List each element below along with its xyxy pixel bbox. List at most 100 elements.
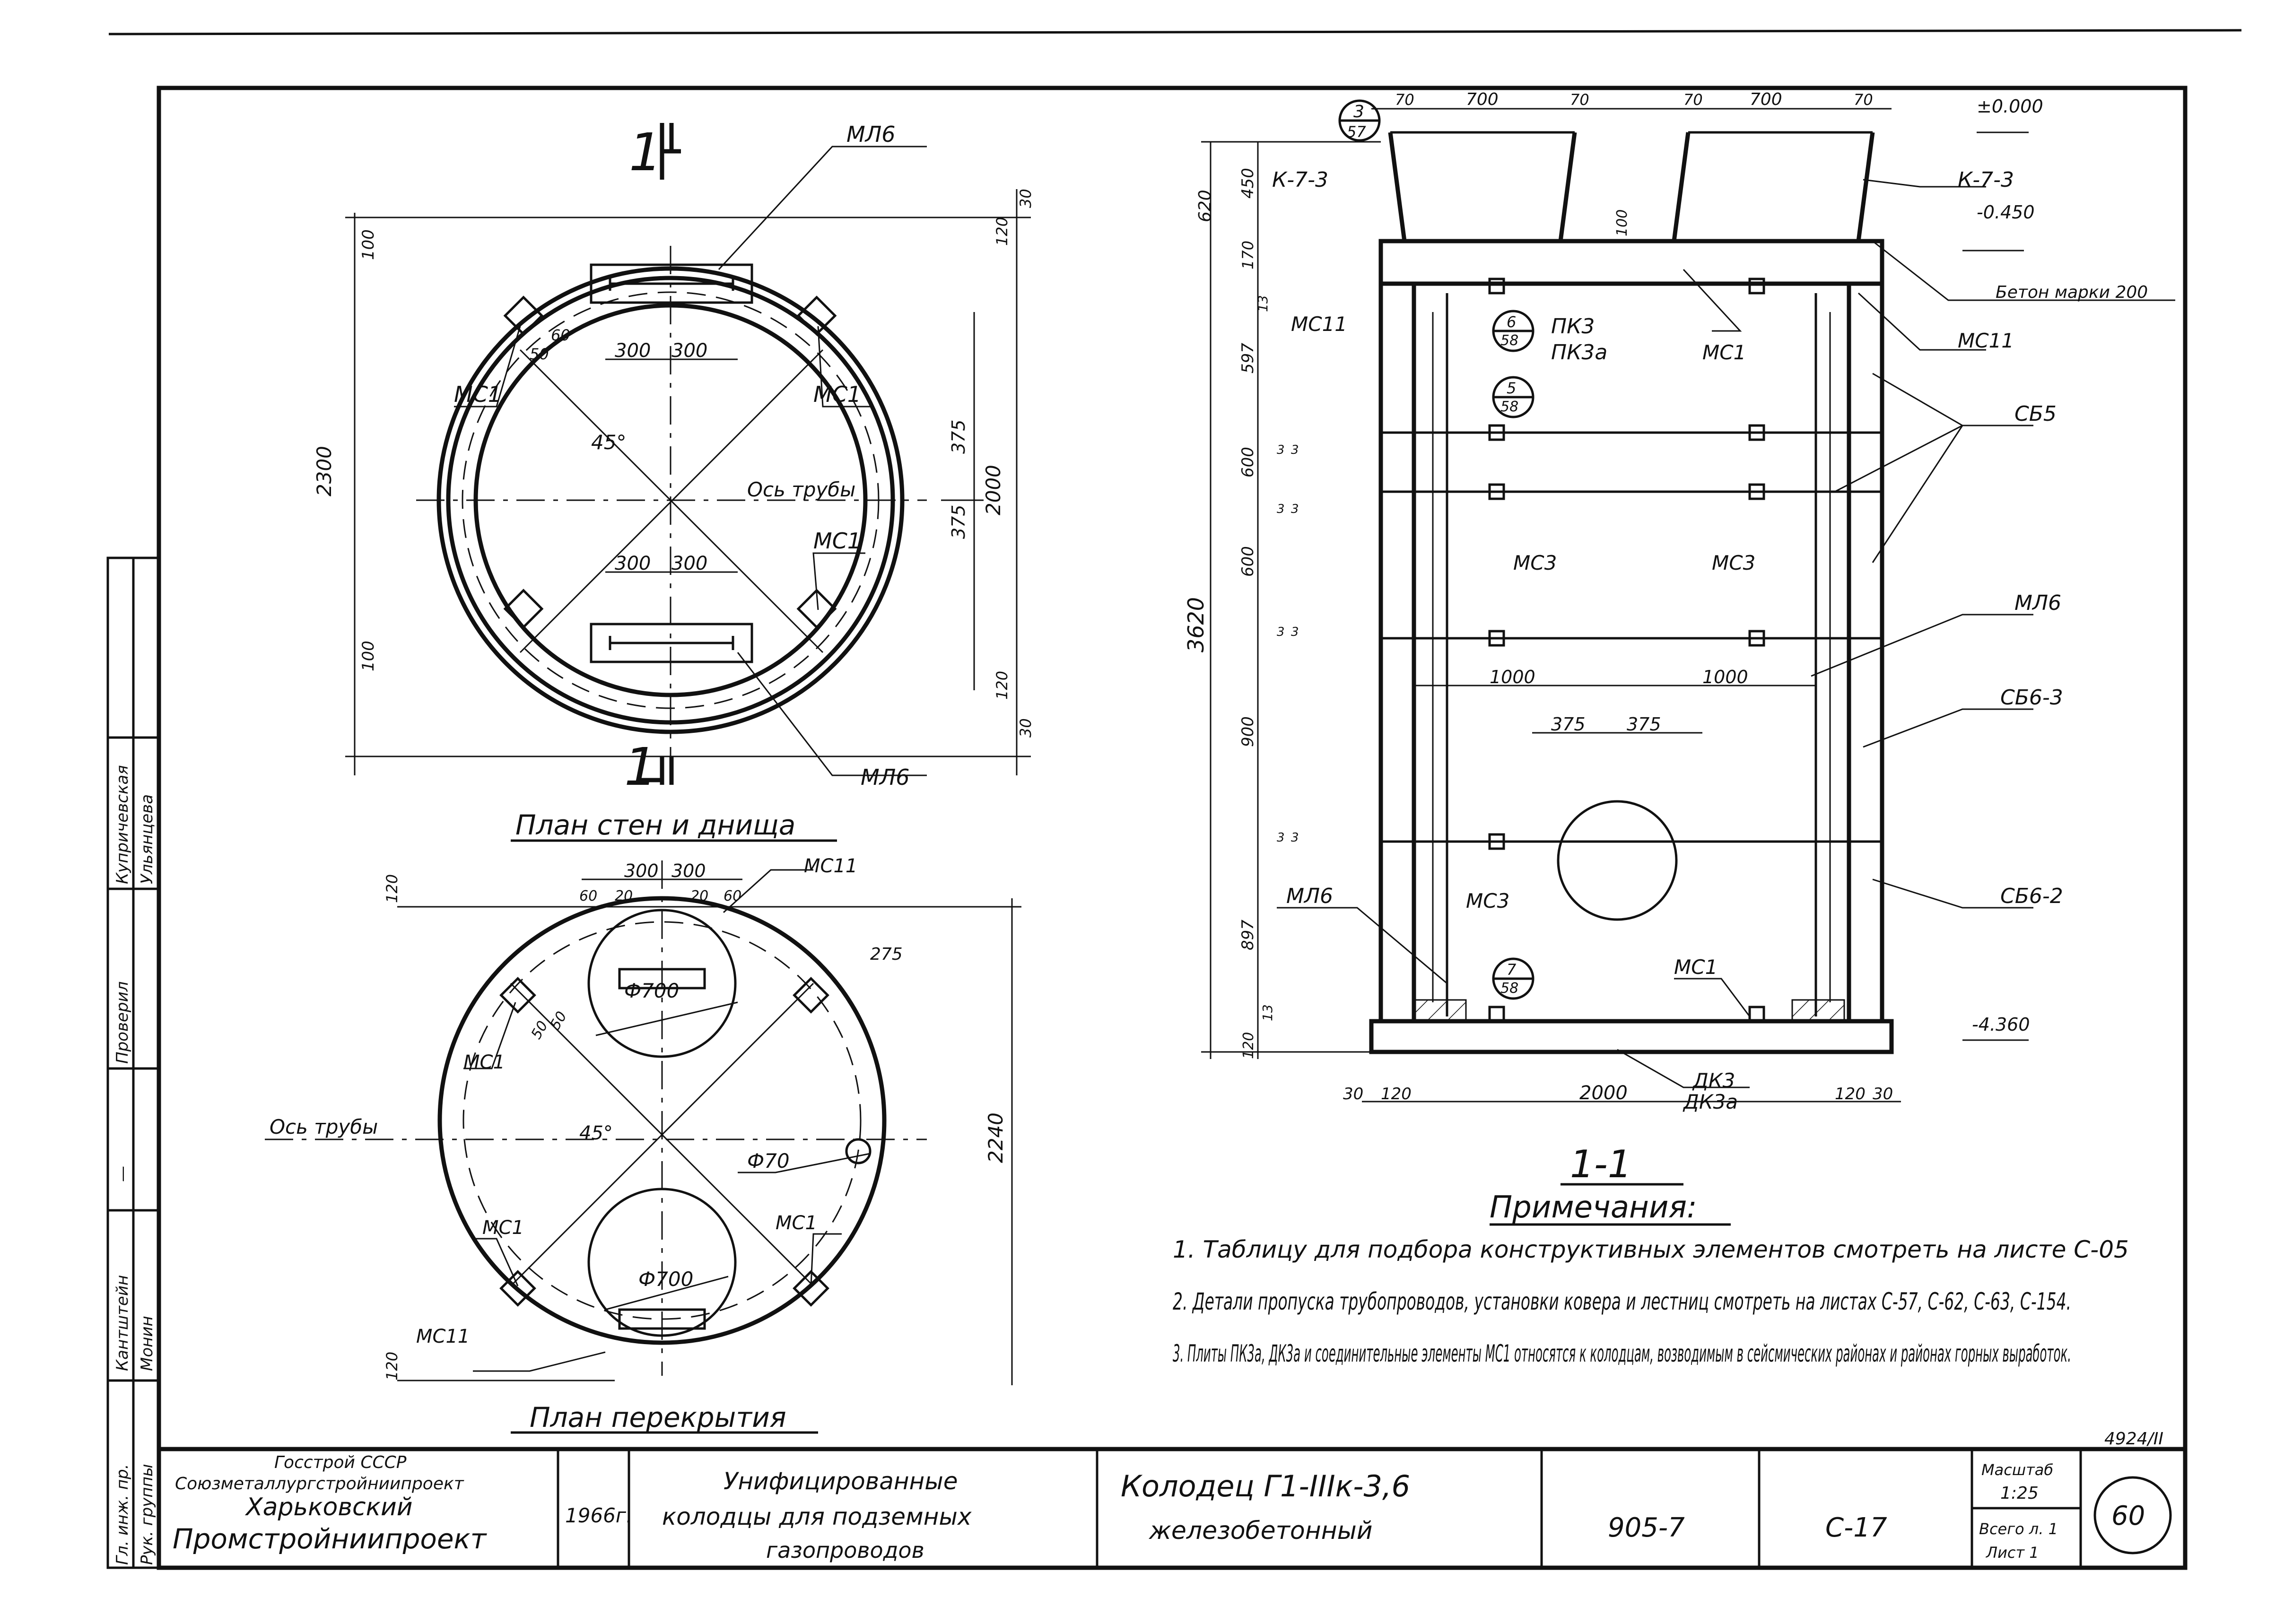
- cdim-120a: 120: [383, 874, 401, 903]
- sdim-3g: 3: [1277, 831, 1285, 845]
- section-mark-label-bottom: 1: [624, 737, 657, 797]
- tb-scale: 1:25: [2000, 1484, 2039, 1503]
- cover-mc1-se: [793, 1270, 829, 1307]
- sdim-900: 900: [1238, 716, 1257, 747]
- tb-sheet-code: С-17: [1825, 1512, 1887, 1543]
- tb-sheet-no: 60: [2111, 1501, 2145, 1531]
- section-mark-bottom: [638, 756, 674, 785]
- stamp-role-0: Гл. инж. пр.: [113, 1464, 132, 1565]
- label-minus0450: -0.450: [1977, 202, 2035, 223]
- leader-ml6-bottom: [737, 652, 927, 776]
- dim-50: 50: [530, 345, 549, 363]
- mc1-connector-ne: [796, 295, 837, 336]
- ref-5: 5: [1507, 379, 1516, 397]
- label-dk3: ДК3: [1692, 1069, 1735, 1092]
- ref-6-58: 58: [1500, 332, 1518, 349]
- stamp-name-3: Кантштейн: [113, 1275, 132, 1371]
- side-stamp: [106, 556, 160, 1569]
- tb-name2: железобетонный: [1149, 1517, 1373, 1545]
- stamp-role-2: Проверил: [113, 981, 132, 1064]
- pipe-hole-70: [845, 1138, 872, 1164]
- ref-7: 7: [1507, 961, 1517, 979]
- label-cover-mc11-top: МС11: [804, 855, 857, 877]
- label-ml6-bottom: МЛ6: [861, 764, 910, 790]
- stamp-name-1: Ульянцева: [138, 794, 157, 884]
- label-sb5: СБ5: [2014, 402, 2057, 426]
- label-zero: ±0.000: [1977, 96, 2043, 117]
- ref-6: 6: [1507, 313, 1516, 331]
- sdim-13a: 13: [1255, 295, 1271, 312]
- tb-year: 1966г.: [565, 1504, 632, 1527]
- leader-ml6-top: [718, 146, 927, 270]
- pipe-opening: [1557, 800, 1678, 921]
- sdim-b120b: 120: [1835, 1085, 1866, 1103]
- cdim-50b: 50: [547, 1008, 570, 1033]
- sdim-375b: 375: [1627, 714, 1661, 735]
- ladder-bottom: [590, 623, 753, 663]
- sdim-1000b: 1000: [1702, 667, 1748, 687]
- sdim-70d: 70: [1854, 91, 1873, 109]
- stamp-name-2: —: [113, 1166, 132, 1182]
- cdim-20a: 20: [615, 888, 633, 904]
- mc1-connector-sw: [503, 589, 544, 629]
- label-mc1-left: МС1: [454, 382, 502, 407]
- label-sec-mc11-right: МС11: [1958, 329, 2014, 352]
- label-k73-right: К-7-3: [1958, 168, 2014, 192]
- cdim-275: 275: [870, 945, 903, 964]
- cdim-2240: 2240: [984, 1112, 1007, 1163]
- label-mc1-right-bottom: МС1: [813, 528, 861, 554]
- sdim-70b: 70: [1570, 91, 1589, 109]
- dim-300b: 300: [671, 340, 707, 362]
- plan-walls-title: План стен и днища: [515, 809, 795, 841]
- tb-subject1: Унифицированные: [724, 1468, 958, 1495]
- section-title: 1-1: [1570, 1142, 1632, 1186]
- top-trim-line: [108, 29, 2242, 35]
- section-mark-top: [660, 123, 681, 180]
- ref-3: 3: [1353, 102, 1364, 122]
- tb-org4: Промстройниипроект: [173, 1523, 488, 1555]
- sdim-b30b: 30: [1873, 1085, 1893, 1103]
- sdim-b2000: 2000: [1579, 1082, 1628, 1104]
- label-k73-left: К-7-3: [1272, 168, 1328, 192]
- note-2: 2. Детали пропуска трубопроводов, устано…: [1173, 1288, 2071, 1315]
- sdim-13b: 13: [1260, 1004, 1275, 1021]
- dim-2300: 2300: [313, 446, 336, 496]
- dim-2000: 2000: [982, 465, 1005, 515]
- tb-org3: Харьковский: [244, 1493, 413, 1521]
- sdim-3a: 3: [1277, 443, 1285, 457]
- label-phi70: Ф70: [747, 1149, 790, 1172]
- tb-sheet: Лист 1: [1986, 1544, 2039, 1562]
- label-pk3a: ПК3а: [1551, 340, 1607, 365]
- label-concrete: Бетон марки 200: [1996, 283, 2148, 302]
- label-ml6-top: МЛ6: [846, 122, 896, 147]
- label-phi700b: Ф700: [638, 1268, 693, 1291]
- sdim-70c: 70: [1683, 91, 1703, 109]
- tb-series: 905-7: [1608, 1512, 1685, 1543]
- bottom-slab: [1369, 1019, 1894, 1054]
- label-cover-mc1-left-bottom: МС1: [482, 1217, 524, 1239]
- tb-name1: Колодец Г1-IIIк-3,6: [1121, 1469, 1410, 1503]
- sdim-600a: 600: [1238, 447, 1257, 478]
- label-sec-ml6-right: МЛ6: [2014, 591, 2061, 615]
- sdim-3b: 3: [1291, 443, 1299, 457]
- label-cover-mc1-right-bottom: МС1: [776, 1212, 817, 1234]
- cdim-60b: 60: [724, 888, 741, 904]
- ladder-top: [590, 263, 753, 304]
- ref-circle-3-57: [1338, 99, 1381, 142]
- ref-5-58: 58: [1500, 399, 1518, 415]
- sdim-70a: 70: [1395, 91, 1414, 109]
- mc1-connector-se: [796, 589, 837, 629]
- tb-org2: Союзметаллургстройниипроект: [175, 1474, 464, 1494]
- opening-top: [587, 909, 737, 1058]
- sdim-897: 897: [1238, 920, 1257, 950]
- label-sb63: СБ6-3: [2000, 686, 2063, 710]
- label-sec-mc11-left: МС11: [1291, 313, 1347, 336]
- plan-walls-view: [345, 123, 1031, 842]
- label-mc3-left: МС3: [1513, 551, 1557, 574]
- dim-300c: 300: [615, 553, 651, 574]
- tb-album: 4924/II: [2104, 1429, 2163, 1449]
- diagonal-2: [519, 349, 824, 653]
- sdim-3f: 3: [1291, 625, 1299, 639]
- label-mc1-right: МС1: [813, 382, 861, 407]
- dim-375b: 375: [948, 504, 969, 539]
